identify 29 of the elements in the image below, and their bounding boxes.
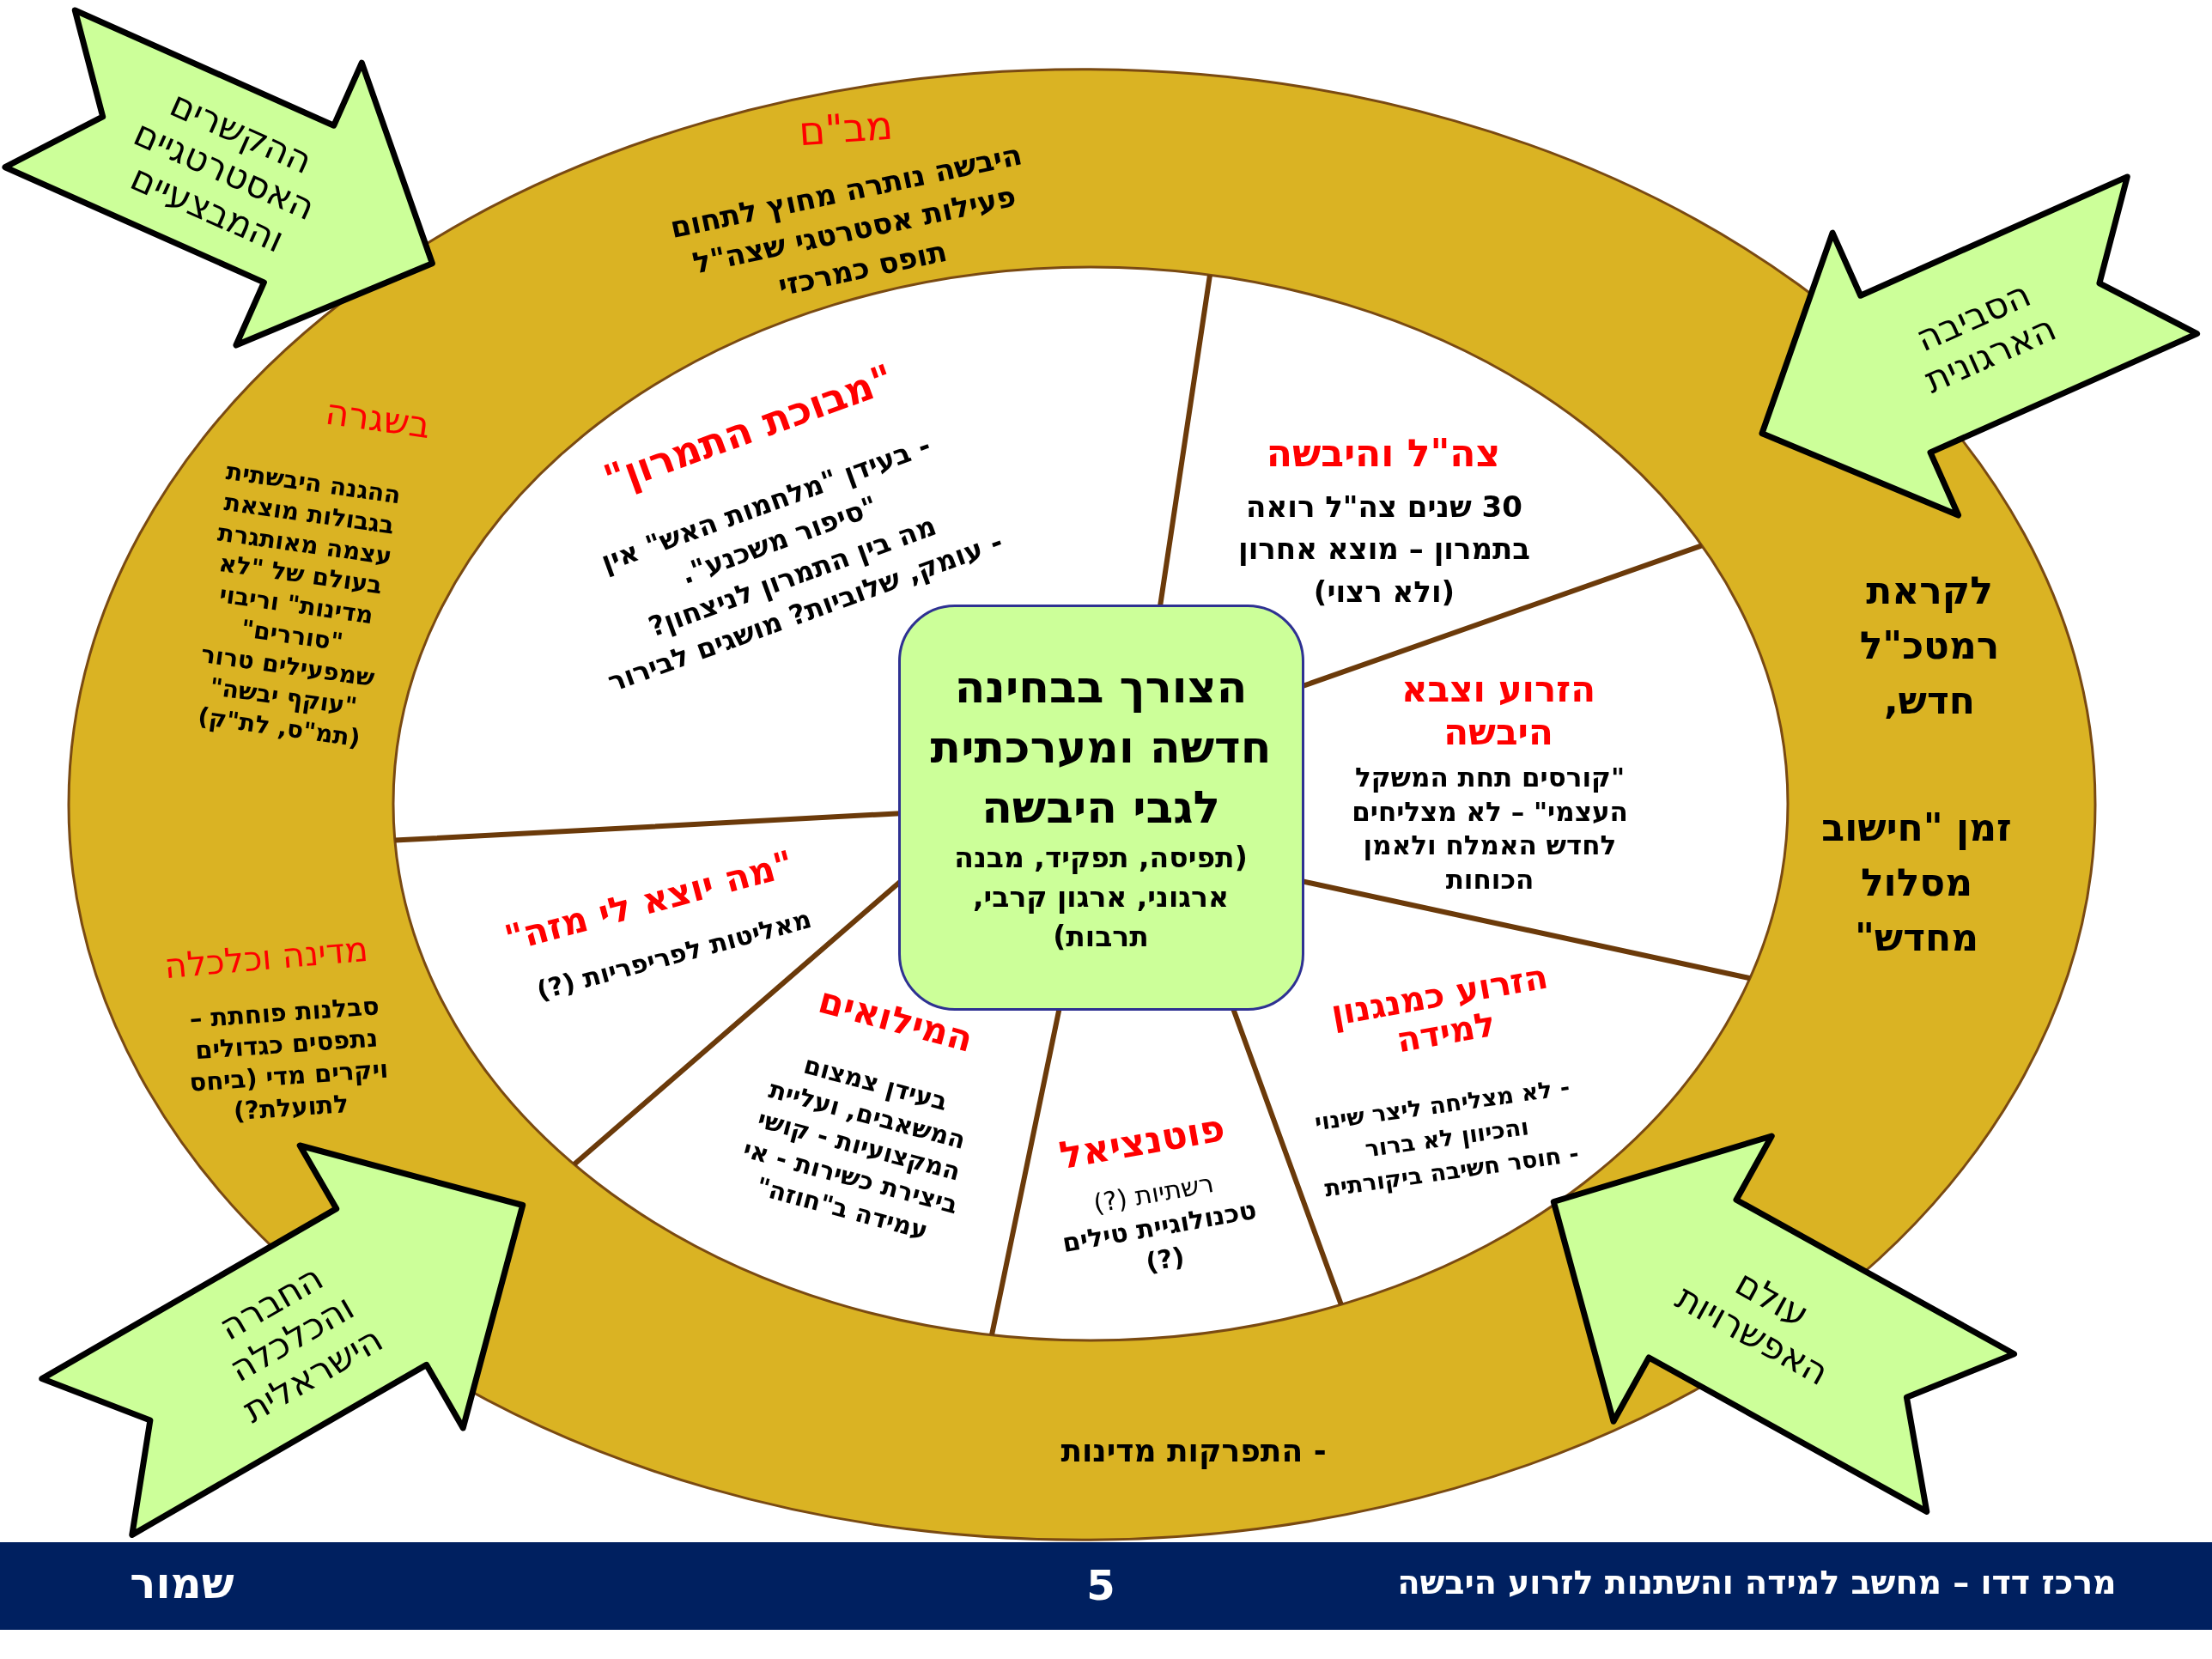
center-subtext: (תפיסה, תפקיד, מבנה ארגוני, ארגון קרבי, תרבות) xyxy=(953,840,1249,956)
ring-text: סבלנות פוחתת – נתפסים כגדולים ויקרים מדי (ביחס לתועלת?) xyxy=(187,990,391,1128)
center-heading: הצורך בבחינה חדשה ומערכתית לגבי היבשה xyxy=(929,660,1273,836)
classification-label: שמור xyxy=(130,1559,234,1607)
ring-heading: מב"ם xyxy=(797,101,895,156)
footer-title: מרכז דדו – מחשב למידה והשתנות לזרוע היבשה xyxy=(1397,1564,2117,1603)
page-number: 5 xyxy=(1086,1562,1115,1608)
segment-heading: הזרוע וצבא היבשה xyxy=(1401,667,1596,755)
segment-heading: המילואים xyxy=(814,978,978,1060)
footer-bar xyxy=(0,1542,2212,1630)
segment-heading: פוטנציאל xyxy=(1055,1105,1229,1179)
segment-heading: הזרוע כמנגנון למידה xyxy=(1327,955,1552,1062)
segment-text: 30 שנים צה"ל רואה בתמרון – מוצא אחרון (ולא רצוי) xyxy=(1237,489,1531,611)
arrow-label: ההקשרים האסטרטגיים והמבצעיים xyxy=(124,82,323,263)
ring-heading: מדינה וכלכלה xyxy=(162,927,370,988)
arrow-label: החברה והכלכלה הישראלית xyxy=(210,1255,391,1433)
ring-text: לקראת רמטכ"ל חדש, xyxy=(1858,568,2001,724)
ring-text: זמן "חישוב מסלול מחדש" xyxy=(1820,805,2013,961)
ring-text: - התפרקות מדינות xyxy=(1060,1432,1327,1470)
ring-heading: בשגרה xyxy=(322,390,434,448)
block-arrow xyxy=(0,5,437,349)
arrow-label: עולם האפשרויות xyxy=(1668,1261,1837,1396)
segment-text: "קורסים תחת המשקל העצמי" – לא מצליחים לחדש האמלח ולאמן הכוחות xyxy=(1351,760,1629,896)
ring-band xyxy=(66,67,2098,1542)
arrow-label: הסביבה הארגונית xyxy=(1909,271,2063,404)
block-arrow xyxy=(37,1140,527,1540)
segment-heading: צה"ל והיבשה xyxy=(1266,430,1501,477)
block-arrow xyxy=(1758,172,2202,520)
ring-text: ההגנה היבשתית בגבולות מוצאת עצמה מאותגרת בעולם של "לא מדינות" וריבוי "סוררים" שמפעילים טרור "עוקף יבשה" (תמ"ס, לת"ק) xyxy=(195,456,404,755)
